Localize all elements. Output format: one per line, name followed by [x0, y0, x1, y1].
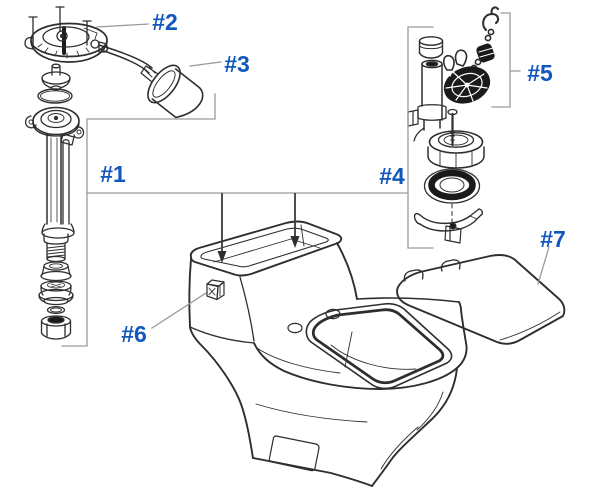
bowl-opening	[305, 302, 453, 390]
chain-hook	[482, 6, 500, 32]
arrowhead-2	[290, 236, 300, 248]
o-ring	[37, 88, 73, 104]
toilet-seat-drawing	[396, 254, 566, 345]
flapper-ear	[442, 54, 455, 71]
toilet-body-drawing	[188, 220, 468, 487]
part-label-2: #2	[152, 9, 178, 35]
part-label-3: #3	[224, 51, 250, 77]
callout-lines	[61, 12, 550, 347]
fill-valve-assembly-drawing	[24, 6, 204, 340]
tank	[188, 220, 358, 344]
callout-bracket-4	[407, 26, 434, 249]
shank-and-tube	[24, 106, 85, 245]
overflow-cap	[418, 36, 444, 59]
leader-line-3	[189, 61, 222, 67]
float-arm	[98, 44, 159, 83]
callout-bracket-5	[491, 12, 521, 108]
base	[189, 326, 458, 487]
part-label-1: #1	[100, 161, 126, 187]
flapper-disc	[443, 63, 491, 104]
tank-gasket	[423, 168, 481, 204]
float-cup	[147, 64, 204, 119]
flush-valve-assembly-drawing	[407, 36, 485, 244]
overflow-tube	[407, 59, 447, 142]
mounting-bracket	[413, 208, 483, 244]
part-label-7: #7	[540, 226, 566, 252]
callout-bracket-1	[61, 93, 216, 347]
leader-line-7	[537, 246, 550, 285]
part-label-4: #4	[379, 163, 405, 189]
part-label-5: #5	[527, 60, 553, 86]
arrowhead-1	[217, 251, 227, 263]
leader-line-2	[96, 23, 149, 28]
piston-seal	[41, 63, 71, 91]
flush-button	[206, 279, 225, 301]
flapper-chain-drawing	[442, 6, 500, 104]
flapper-ear	[454, 49, 468, 67]
access-panel	[268, 435, 320, 472]
seat-hinge-tab	[440, 259, 461, 272]
seat-hinge-hole	[287, 322, 303, 334]
bowl-deck	[253, 297, 468, 390]
fill-valve-head	[24, 6, 109, 63]
part-label-6: #6	[121, 321, 147, 347]
valve-body	[427, 108, 485, 169]
install-arrows	[217, 193, 300, 263]
seat-hinge-tab	[403, 269, 424, 282]
mounting-hardware	[38, 243, 74, 340]
leader-line-6	[151, 292, 207, 329]
